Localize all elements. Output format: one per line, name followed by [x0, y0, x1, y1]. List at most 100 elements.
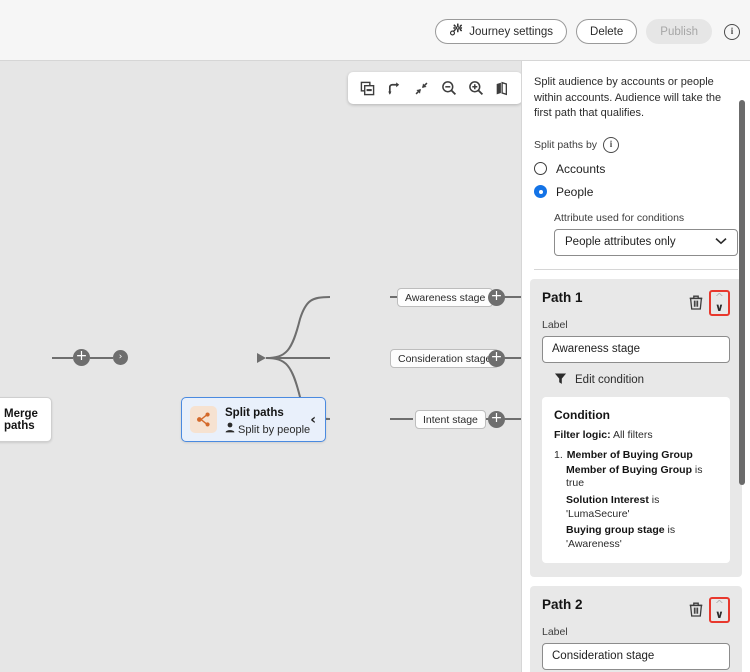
plus-glyph: + [490, 349, 503, 365]
publish-label: Publish [660, 25, 698, 38]
split-paths-node[interactable]: Split paths Split by people ‹ [181, 397, 326, 442]
add-step-button-branch-2[interactable]: + [488, 350, 505, 367]
redo-icon[interactable] [381, 74, 408, 102]
branch-chip-intent[interactable]: Intent stage [415, 410, 486, 429]
person-icon [225, 422, 235, 437]
move-up-icon[interactable]: ^ [714, 597, 724, 611]
radio-accounts-label: Accounts [556, 161, 606, 176]
minimap-icon[interactable] [489, 74, 516, 102]
add-step-button-branch-1[interactable]: + [488, 289, 505, 306]
attribute-select[interactable]: People attributes only [554, 228, 738, 256]
condition-title-1: Condition [554, 407, 610, 422]
path-2-label-input[interactable]: Consideration stage [542, 642, 730, 670]
branch-chip-label: Consideration stage [398, 352, 492, 365]
reorder-path-1-control[interactable]: ^ ∨ [708, 289, 730, 316]
publish-info-icon[interactable]: i [724, 23, 740, 40]
split-paths-title: Split paths [225, 406, 284, 419]
split-paths-text: Split paths Split by people [225, 402, 310, 438]
condition-line-attribute: Buying group stage [566, 524, 665, 537]
panel-scrollbar-track[interactable] [738, 61, 748, 672]
flow-arrow-marker: › [113, 350, 128, 365]
move-up-icon[interactable]: ^ [714, 290, 724, 304]
journey-settings-button[interactable]: Journey settings [435, 19, 568, 44]
split-paths-subtitle: Split by people [238, 423, 311, 436]
split-paths-settings-panel: Split audience by accounts or people wit… [521, 61, 750, 672]
panel-description: Split audience by accounts or people wit… [534, 76, 722, 120]
condition-line-rest: is 'Awareness' [566, 524, 676, 551]
path-2-label-value: Consideration stage [552, 650, 655, 663]
duplicate-icon[interactable] [354, 74, 381, 102]
condition-line-rest: is true [566, 463, 703, 490]
radio-accounts-indicator[interactable] [534, 162, 547, 176]
canvas-toolbar[interactable] [348, 72, 521, 104]
radio-people-indicator[interactable] [534, 185, 547, 199]
merge-paths-node[interactable]: Merge paths [0, 397, 52, 442]
attribute-select-value: People attributes only [565, 236, 676, 249]
panel-scrollbar-thumb[interactable] [739, 100, 745, 485]
split-paths-by-row: Split paths by i [534, 136, 738, 153]
header-actions: Journey settings Delete Publish i [435, 19, 740, 44]
add-step-button-branch-3[interactable]: + [488, 411, 505, 428]
filter-logic-caption: Filter logic: [554, 428, 611, 441]
zoom-in-icon[interactable] [462, 74, 489, 102]
condition-item-number: 1. [554, 448, 563, 461]
move-down-icon[interactable]: ∨ [714, 300, 724, 314]
merge-paths-label: Merge paths [4, 407, 38, 432]
move-down-icon[interactable]: ∨ [714, 607, 724, 621]
path-card-1: Path 1 ^ ∨ Labe [530, 278, 742, 577]
split-paths-by-info-icon[interactable]: i [603, 136, 620, 153]
condition-item: 1. Member of Buying Group [554, 449, 718, 461]
condition-item-name: Member of Buying Group [566, 448, 693, 461]
filter-logic-value: All filters [612, 428, 653, 441]
radio-people-label: People [556, 184, 594, 199]
condition-line: Member of Buying Group is true [566, 464, 718, 491]
info-glyph: i [609, 139, 613, 150]
delete-path-2-icon[interactable] [689, 602, 703, 617]
path-card-2: Path 2 ^ ∨ Labe [530, 585, 742, 672]
arrow-glyph: › [118, 352, 123, 362]
app-header: Journey settings Delete Publish i [0, 0, 750, 61]
condition-line: Buying group stage is 'Awareness' [566, 524, 718, 551]
attribute-block: Attribute used for conditions People att… [554, 212, 738, 256]
reorder-path-2-control[interactable]: ^ ∨ [708, 596, 730, 623]
condition-box-1: Condition Filter logic: All filters 1. M… [542, 396, 730, 563]
branch-chip-awareness[interactable]: Awareness stage [397, 288, 494, 307]
edit-condition-button-1[interactable]: Edit condition [554, 372, 730, 388]
journey-canvas[interactable]: Merge paths + › Split p [0, 61, 521, 672]
split-paths-icon [190, 406, 217, 433]
publish-button[interactable]: Publish [646, 19, 712, 44]
filter-logic-1: Filter logic: All filters [554, 429, 718, 441]
collapse-icon[interactable] [408, 74, 435, 102]
delete-path-1-icon[interactable] [689, 295, 703, 310]
delete-button[interactable]: Delete [576, 19, 638, 44]
path-1-label-input[interactable]: Awareness stage [542, 335, 730, 363]
condition-line-attribute: Member of Buying Group [566, 463, 692, 476]
zoom-out-icon[interactable] [435, 74, 462, 102]
add-step-button-after-merge[interactable]: + [73, 349, 90, 366]
path-2-label-caption: Label [542, 625, 568, 638]
path-1-header: Path 1 ^ ∨ [542, 289, 730, 316]
radio-people[interactable]: People [534, 185, 738, 199]
plus-glyph: + [490, 410, 503, 426]
split-paths-subtitle-row: Split by people [225, 422, 310, 437]
delete-label: Delete [590, 25, 624, 38]
journey-settings-label: Journey settings [469, 25, 554, 38]
panel-divider [534, 268, 738, 270]
path-2-title: Path 2 [542, 596, 583, 612]
gear-icon [449, 23, 463, 40]
path-1-label-value: Awareness stage [552, 343, 641, 356]
path-2-tools: ^ ∨ [689, 596, 730, 623]
split-paths-by-label: Split paths by [534, 138, 598, 151]
path-1-title: Path 1 [542, 289, 583, 305]
radio-accounts[interactable]: Accounts [534, 162, 738, 176]
info-glyph: i [730, 26, 734, 36]
filter-icon [554, 372, 567, 388]
collapse-node-chevron-icon[interactable]: ‹ [310, 412, 316, 428]
panel-top-section: Split audience by accounts or people wit… [522, 61, 750, 270]
path-2-header: Path 2 ^ ∨ [542, 596, 730, 623]
plus-glyph: + [490, 288, 503, 304]
branch-chip-consideration[interactable]: Consideration stage [390, 349, 500, 368]
condition-line: Solution Interest is 'LumaSecure' [566, 494, 718, 521]
condition-items-1: 1. Member of Buying Group Member of Buyi… [554, 449, 718, 552]
